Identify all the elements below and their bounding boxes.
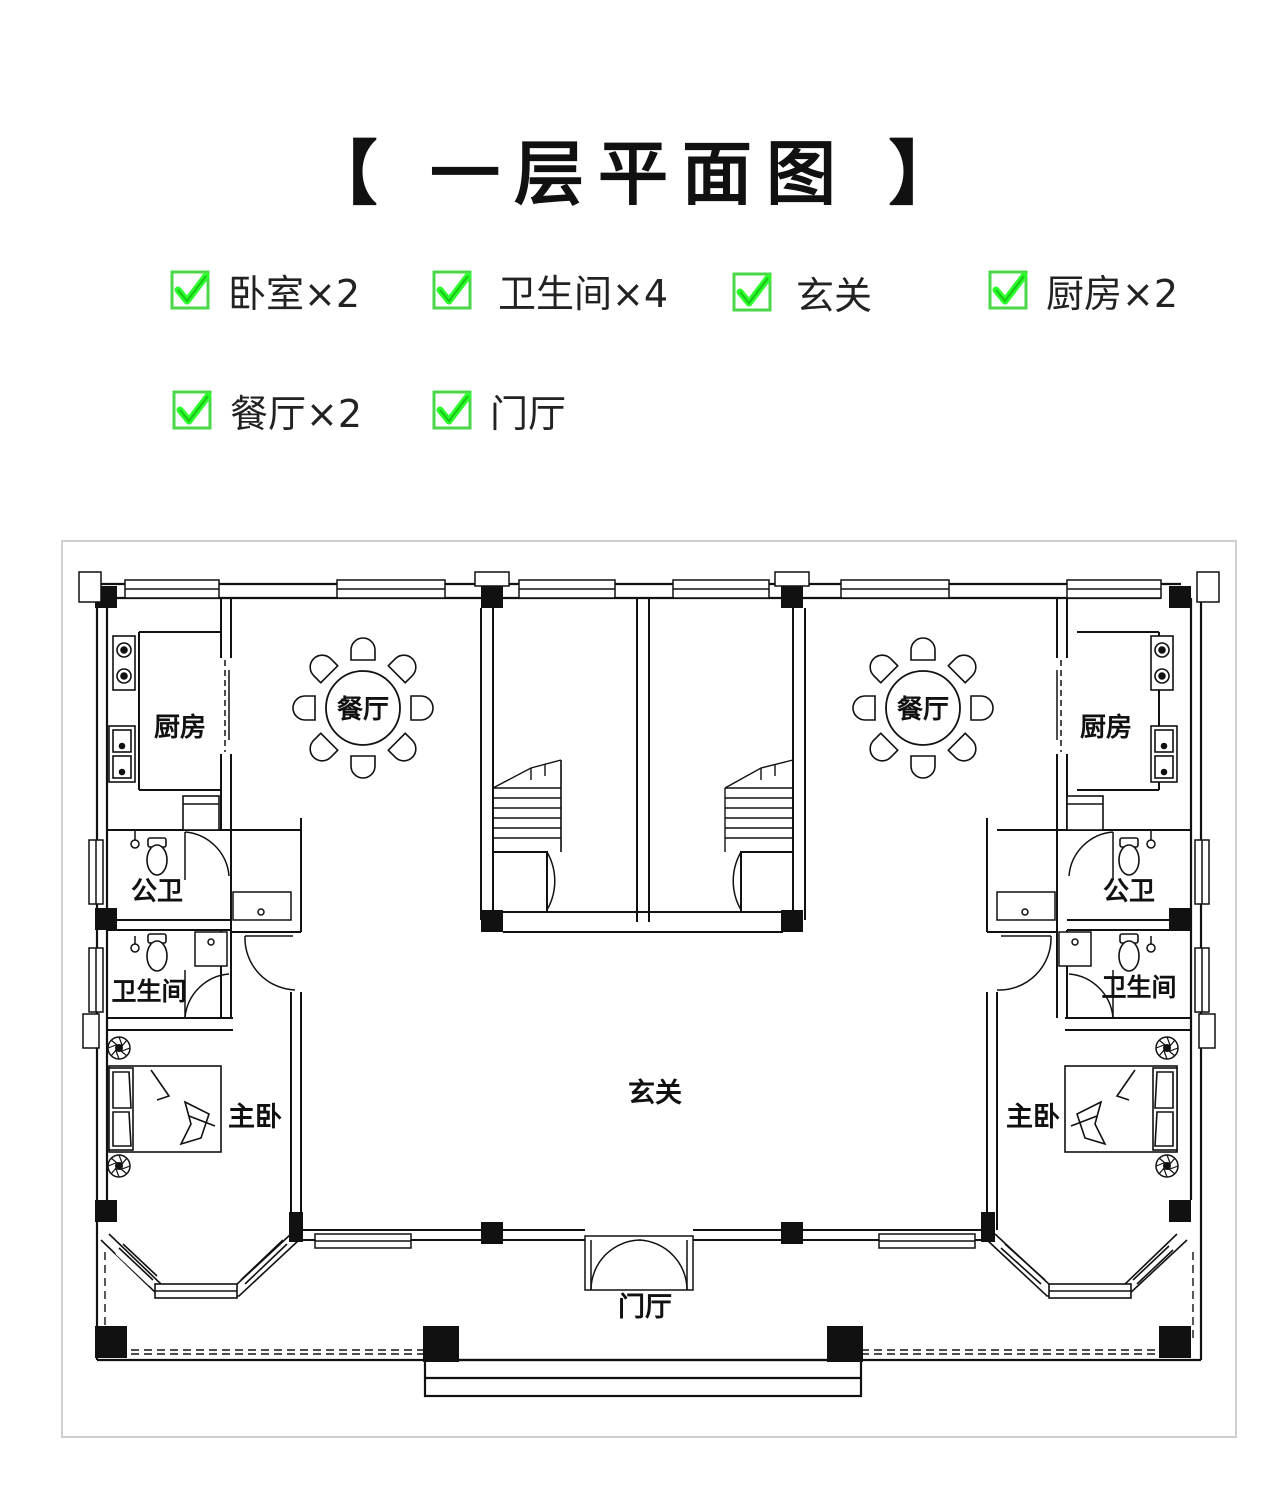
room-label-dining-right: 餐厅 <box>897 695 949 725</box>
bottom-windows <box>314 1233 976 1249</box>
room-label-dining-left: 餐厅 <box>337 695 389 725</box>
legend-item-bathroom: 卫生间×4 <box>432 266 668 316</box>
legend-label: 卫生间×4 <box>498 271 669 316</box>
check-icon <box>988 270 1028 310</box>
bay-window-left <box>100 1233 300 1299</box>
check-icon <box>432 270 472 310</box>
room-label-master-left: 主卧 <box>228 1102 282 1133</box>
dining-table-left <box>292 637 434 779</box>
stair-steps-left <box>492 759 562 852</box>
legend-label: 卧室×2 <box>228 271 361 316</box>
top-windows <box>78 571 1220 603</box>
bed-right <box>1064 1065 1178 1153</box>
doors <box>184 831 1114 1291</box>
legend-label: 餐厅×2 <box>230 391 363 436</box>
bay-window-right <box>986 1233 1188 1299</box>
legend-label: 门厅 <box>490 391 567 436</box>
stairwells <box>480 598 806 933</box>
room-label-kitchen-right: 厨房 <box>1080 713 1132 743</box>
dining-table-right <box>852 637 994 779</box>
legend-label: 厨房×2 <box>1046 271 1179 316</box>
check-icon <box>172 390 212 430</box>
room-label-kitchen-left: 厨房 <box>154 713 206 743</box>
check-icon <box>432 390 472 430</box>
legend-item-dining: 餐厅×2 <box>172 386 362 436</box>
room-label-entry-hall: 门厅 <box>618 1292 672 1323</box>
room-label-public-wc-left: 公卫 <box>131 877 183 907</box>
check-icon <box>732 272 772 312</box>
legend-label: 玄关 <box>796 273 873 318</box>
floor-plan-frame <box>61 540 1237 1438</box>
legend-item-foyer: 玄关 <box>732 268 872 318</box>
side-windows <box>82 839 1216 1049</box>
room-label-public-wc-right: 公卫 <box>1103 877 1155 907</box>
stair-doors <box>546 851 742 911</box>
legend-item-kitchen: 厨房×2 <box>988 266 1178 316</box>
kitchen-fixtures-left <box>108 635 220 831</box>
outer-walls <box>95 582 1203 1398</box>
kitchen-fixtures-right <box>1066 635 1178 831</box>
legend-item-entry-hall: 门厅 <box>432 386 566 436</box>
room-label-master-right: 主卧 <box>1006 1102 1060 1133</box>
room-label-foyer: 玄关 <box>628 1077 682 1109</box>
room-label-bathroom-left: 卫生间 <box>111 977 186 1006</box>
bed-left <box>108 1065 222 1153</box>
legend-item-bedroom: 卧室×2 <box>170 266 360 316</box>
kitchen-sliding-doors <box>224 660 1062 752</box>
room-label-bathroom-right: 卫生间 <box>1101 973 1176 1002</box>
floor-plan: 厨房 厨房 餐厅 餐厅 公卫 公卫 卫生间 卫生间 主卧 主卧 玄关 门厅 <box>78 571 1220 1398</box>
check-icon <box>170 270 210 310</box>
interior-walls-left <box>107 598 981 1241</box>
washbasins <box>130 830 1156 967</box>
stair-steps-right <box>724 759 794 852</box>
page-title: 【 一层平面图 】 <box>307 133 973 215</box>
terrace-railing <box>104 1252 1194 1355</box>
toilets <box>146 837 1140 972</box>
